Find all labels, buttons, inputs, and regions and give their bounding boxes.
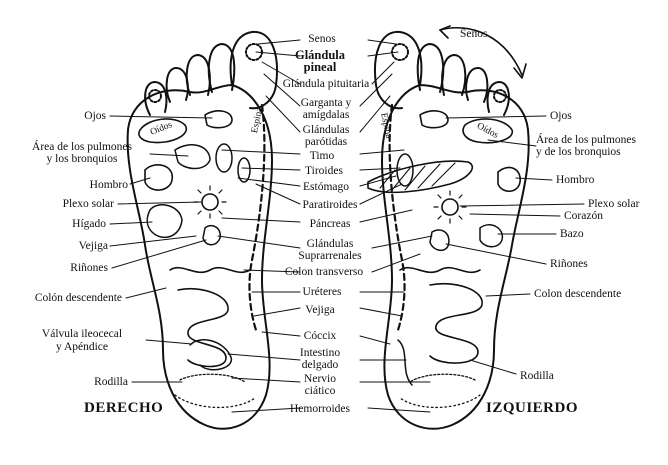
label-izquierdo: IZQUIERDO xyxy=(486,400,579,416)
label-estomago: Estómago xyxy=(303,181,349,193)
label-colon-descendente-right: Colon descendente xyxy=(534,288,622,300)
label-vejiga-center: Vejiga xyxy=(305,304,335,316)
label-bazo: Bazo xyxy=(560,228,584,240)
label-garganta-amigdalas: Garganta y amígdalas xyxy=(300,97,352,121)
label-corazon: Corazón xyxy=(564,210,603,222)
label-plexo-solar-left: Plexo solar xyxy=(62,198,114,210)
label-glandulas-parotidas: Glándulas parótidas xyxy=(302,124,350,148)
label-glandula-pituitaria: Glándula pituitaria xyxy=(282,78,370,90)
left-toe-5 xyxy=(486,81,510,116)
left-foot xyxy=(367,25,530,430)
right-toe-4 xyxy=(165,67,189,103)
left-foot-outline xyxy=(381,84,530,430)
label-paratiroides: Paratiroides xyxy=(302,199,358,211)
label-vejiga-left: Vejiga xyxy=(78,240,108,252)
label-ojos-left: Ojos xyxy=(84,110,106,122)
label-ojos-right: Ojos xyxy=(550,110,572,122)
label-tiroides: Tiroides xyxy=(305,165,343,177)
label-nervio-ciatico: Nervio ciático xyxy=(304,373,336,397)
left-big-toe xyxy=(374,30,423,110)
leader-lines xyxy=(109,39,585,413)
label-hombro-left: Hombro xyxy=(89,179,128,191)
label-pulmones-right: Área de los pulmones y de los bronquios xyxy=(536,134,636,158)
label-pulmones-left: Área de los pulmones y los bronquios xyxy=(32,141,132,165)
label-higado: Hígado xyxy=(72,218,106,230)
left-toe-4 xyxy=(465,67,489,103)
label-rodilla-right: Rodilla xyxy=(520,370,554,382)
label-valvula-ileocecal: Válvula ileocecal y Apéndice xyxy=(41,328,123,353)
right-foot xyxy=(126,30,278,430)
label-timo: Timo xyxy=(309,150,335,162)
right-toe-5 xyxy=(144,81,168,116)
label-rodilla-left: Rodilla xyxy=(94,376,128,388)
right-foot-outline xyxy=(126,84,273,430)
left-toe-3 xyxy=(441,54,467,96)
label-rinones-right: Riñones xyxy=(550,258,588,270)
label-hombro-right: Hombro xyxy=(556,174,595,186)
right-toe-3 xyxy=(185,54,211,96)
label-glandula-pineal: Glándula pineal xyxy=(294,48,346,74)
label-colon-transverso: Colon transverso xyxy=(284,266,364,278)
label-glandulas-suprarrenales: Glándulas Suprarrenales xyxy=(298,238,362,262)
label-pancreas: Páncreas xyxy=(309,218,351,230)
label-senos: Senos xyxy=(308,33,336,45)
label-derecho: DERECHO xyxy=(84,400,164,416)
label-plexo-solar-right: Plexo solar xyxy=(588,198,640,210)
label-ureteres: Uréteres xyxy=(302,286,342,298)
right-spine-line xyxy=(248,103,266,332)
label-senos-right: Senos xyxy=(460,28,488,40)
label-colon-descendente-left: Colón descendente xyxy=(34,292,122,304)
label-coccix: Cóccix xyxy=(303,330,337,342)
right-big-toe xyxy=(229,30,278,110)
label-rinones-left: Riñones xyxy=(70,262,108,274)
label-hemorroides: Hemorroides xyxy=(289,403,351,415)
label-intestino-delgado: Intestino delgado xyxy=(299,347,341,371)
left-spine-line xyxy=(388,103,406,332)
